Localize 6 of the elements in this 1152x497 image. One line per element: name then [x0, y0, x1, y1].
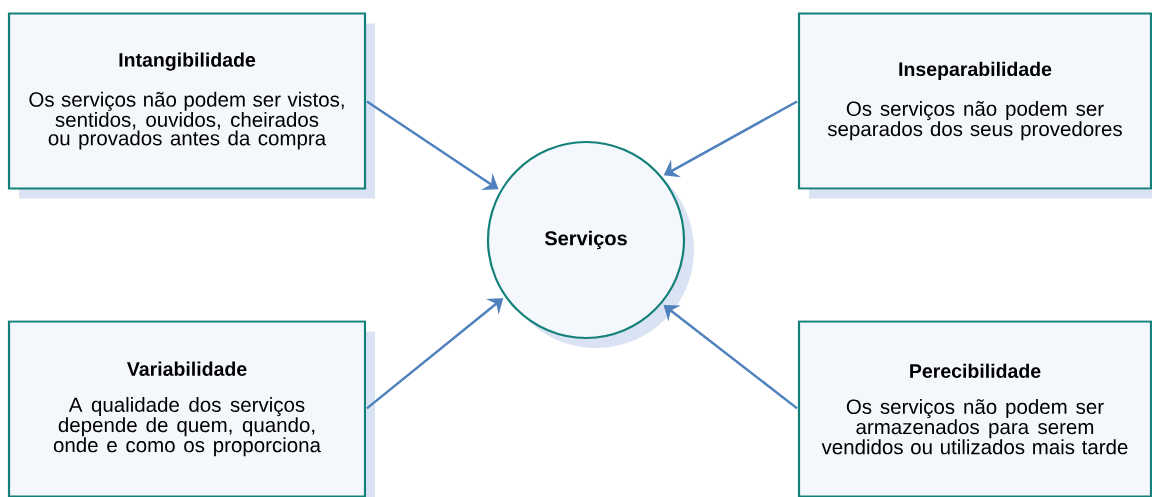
arrow [366, 100, 499, 190]
text-box: Variabilidade A qualidade dos serviços depende de quem, quando, onde e como os proporciona [7, 320, 375, 497]
arrow [663, 304, 798, 410]
text-box: Intangibilidade Os serviços não podem ser vistos, sentidos, ouvidos, cheirados ou provados antes da compra [7, 12, 375, 199]
text-box: Perecibilidade Os serviços não podem ser armazenados para serem vendidos ou utilizados mais tarde [797, 320, 1152, 497]
text-box: Inseparabilidade Os serviços não podem ser separados dos seus provedores [797, 12, 1152, 199]
